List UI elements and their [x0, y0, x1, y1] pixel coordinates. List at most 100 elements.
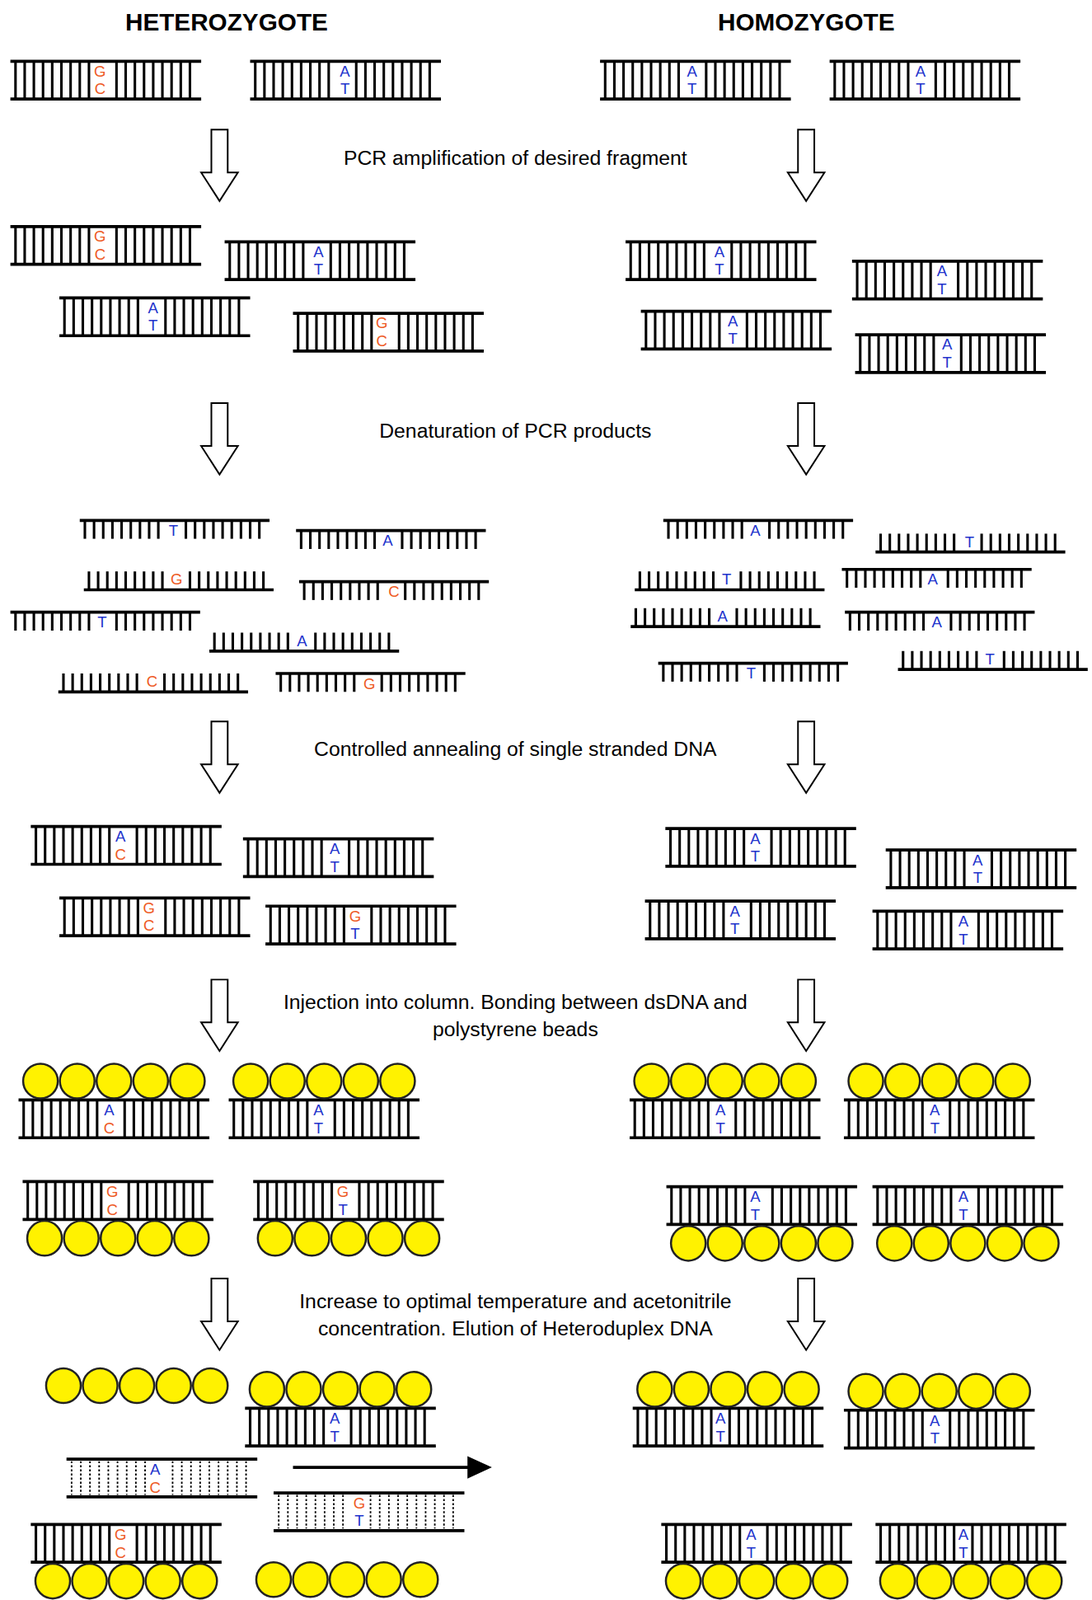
base-letter: G [89, 228, 110, 245]
base-pair-rung [31, 1099, 34, 1138]
base-pair-rung [700, 1407, 704, 1446]
base-tooth [312, 581, 315, 600]
base-pair-rung [777, 900, 780, 939]
base-pair-rung [713, 60, 717, 99]
base-pair-rung [142, 60, 146, 99]
base-pair-rung [929, 261, 933, 300]
melting-base-pair [245, 1461, 248, 1496]
base-pair-rung [142, 226, 146, 265]
base-tooth [670, 608, 674, 627]
base-tooth [703, 571, 706, 590]
polystyrene-bead [137, 1220, 173, 1256]
base-tooth [959, 612, 962, 631]
base-pair-rung [801, 1407, 805, 1446]
base-tooth [974, 569, 977, 588]
base-tooth [680, 663, 684, 682]
base-tooth [689, 663, 693, 682]
base-pair-rung [798, 1186, 802, 1225]
base-pair-rung [1017, 1523, 1020, 1562]
base-pair-rung [278, 1099, 282, 1138]
base-pair-rung [935, 849, 938, 888]
base-tooth [184, 520, 188, 539]
polystyrene-bead [367, 1220, 403, 1256]
base-pair-rung [347, 838, 351, 877]
base-letter: T [953, 1544, 974, 1561]
base-pair-rung [32, 60, 36, 99]
base-pair-rung [977, 910, 980, 949]
base-tooth [258, 632, 262, 651]
base-pair-rung [403, 241, 406, 280]
base-pair-rung [980, 60, 984, 99]
base-pair-rung [651, 1099, 655, 1138]
base-pair-rung [190, 826, 193, 865]
base-pair-rung [63, 1181, 66, 1219]
column-heading: HETEROZYGOTE [125, 8, 329, 38]
base-pair-rung [749, 241, 752, 280]
polystyrene-bead [285, 1371, 321, 1407]
base-tooth [1011, 569, 1014, 588]
base-tooth [749, 571, 752, 590]
base-tooth [421, 581, 425, 600]
base-tooth [1030, 651, 1033, 670]
base-pair-rung [386, 1407, 389, 1446]
base-pair-rung [640, 60, 643, 99]
base-pair-rung [708, 311, 712, 350]
step-arrow [787, 721, 825, 793]
step-arrow [201, 979, 239, 1051]
base-pair-rung [733, 828, 736, 867]
base-tooth [419, 530, 422, 549]
base-pair-rung [875, 1099, 878, 1138]
polystyrene-bead [404, 1220, 440, 1256]
base-pair-rung [922, 1186, 925, 1225]
base-pair-rung [759, 60, 763, 99]
base-pair-rung [737, 1407, 741, 1446]
base-pair-rung [732, 60, 736, 99]
base-pair-rung [657, 900, 661, 939]
polystyrene-bead [781, 1063, 816, 1098]
base-pair-rung [368, 1407, 371, 1446]
base-pair-rung [1004, 910, 1008, 949]
polystyrene-bead [249, 1371, 285, 1407]
base-pair-rung [974, 261, 978, 300]
base-tooth [197, 571, 201, 590]
base-pair-rung [994, 1099, 998, 1138]
base-pair-rung [902, 1410, 905, 1449]
melting-base-pair [135, 1461, 137, 1496]
base-tooth [215, 571, 219, 590]
base-letter: T [953, 1206, 974, 1224]
base-pair-rung [679, 1099, 682, 1138]
base-pair-rung [989, 1523, 993, 1562]
base-tooth [685, 520, 689, 539]
base-letter: A [745, 830, 765, 848]
base-pair-rung [173, 297, 176, 336]
melting-base-pair [397, 1494, 399, 1528]
base-pair-rung [885, 910, 888, 949]
polystyrene-bead [739, 1563, 774, 1599]
base-pair-rung [150, 1099, 154, 1138]
base-pair-rung [904, 334, 908, 373]
base-tooth [435, 673, 438, 692]
polystyrene-bead [710, 1371, 746, 1407]
base-pair-rung [908, 849, 911, 888]
base-pair-rung [940, 1186, 943, 1225]
base-letter: G [349, 1495, 370, 1512]
base-pair-rung [182, 897, 186, 936]
base-pair-rung [999, 849, 1003, 888]
polystyrene-bead [270, 1063, 305, 1098]
base-tooth [14, 612, 17, 631]
base-tooth [218, 673, 221, 692]
base-pair-rung [921, 1099, 924, 1138]
base-tooth [745, 608, 748, 627]
base-tooth [661, 663, 665, 682]
base-pair-rung [108, 897, 112, 936]
base-tooth [895, 612, 898, 631]
base-pair-rung [374, 241, 378, 280]
base-pair-rung [1004, 1186, 1008, 1225]
base-pair-rung [789, 1099, 793, 1138]
base-tooth [977, 612, 980, 631]
step-label: Denaturation of PCR products [252, 417, 778, 445]
melting-base-pair [226, 1461, 229, 1496]
base-pair-rung [876, 1186, 879, 1225]
base-pair-rung [904, 910, 907, 949]
base-tooth [965, 569, 968, 588]
